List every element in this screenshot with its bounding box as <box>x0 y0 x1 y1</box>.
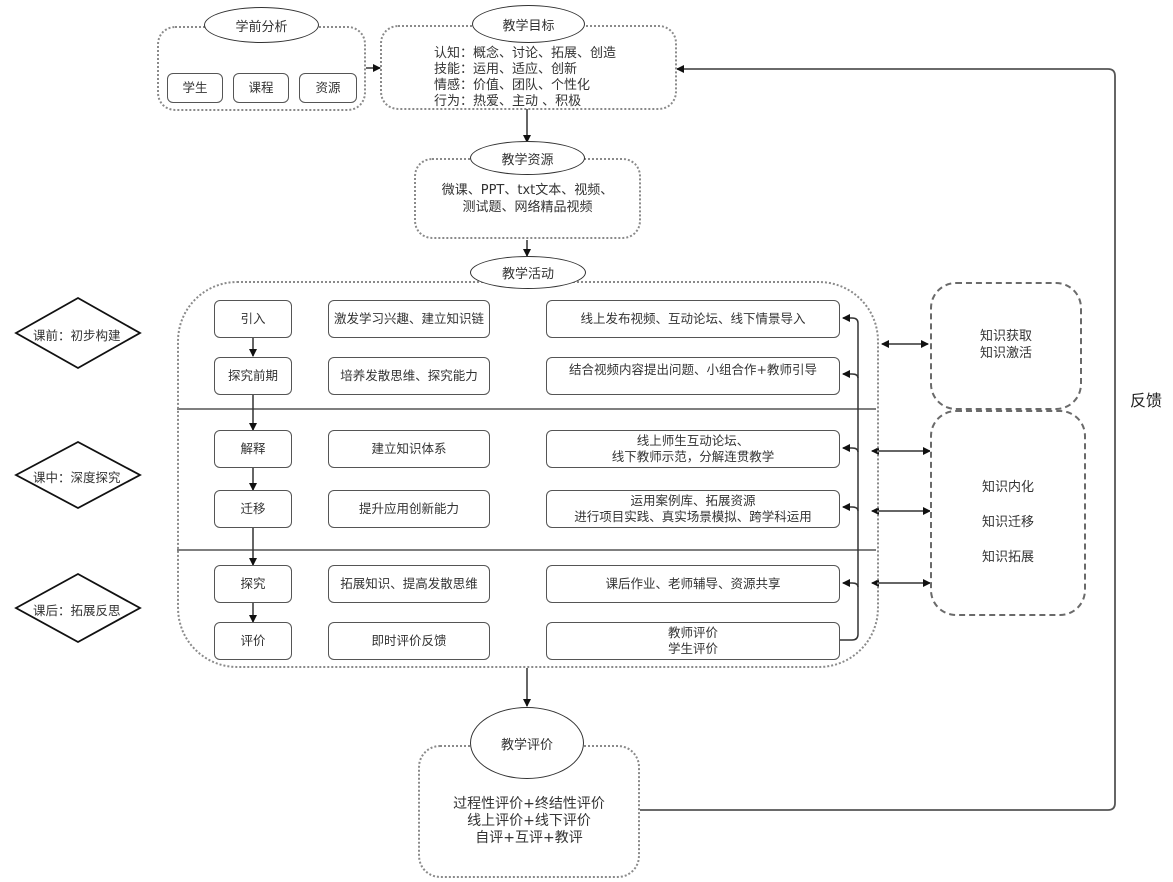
phase-diamond-during <box>14 440 142 510</box>
knowledge-box-acquire <box>930 282 1082 410</box>
evaluation-lines: 过程性评价+终结性评价 线上评价+线下评价 自评+互评+教评 <box>418 796 640 847</box>
knowledge-line: 知识拓展 <box>981 550 1034 565</box>
method-box: 教师评价 学生评价 <box>546 622 840 660</box>
resources-lines: 微课、PPT、txt文本、视频、 测试题、网络精品视频 <box>414 182 641 216</box>
activities-box <box>177 281 879 668</box>
pre-analysis-item-resource: 资源 <box>299 73 357 103</box>
step-box: 解释 <box>214 430 292 468</box>
goal-box: 提升应用创新能力 <box>328 490 490 528</box>
evaluation-line: 过程性评价+终结性评价 <box>453 796 605 812</box>
evaluation-line: 线上评价+线下评价 <box>467 813 591 829</box>
goal-box: 拓展知识、提高发散思维 <box>328 565 490 603</box>
feedback-loop-line <box>640 65 1116 811</box>
bus-branch-2 <box>842 370 859 379</box>
method-line: 进行项目实践、真实场景模拟、跨学科运用 <box>574 509 812 524</box>
goal-box: 即时评价反馈 <box>328 622 490 660</box>
method-line: 线下教师示范，分解连贯教学 <box>611 449 775 464</box>
method-line: 结合视频内容提出问题、小组合作+教师引导 <box>569 362 817 377</box>
phase-label-after: 课后：拓展反思 <box>33 603 121 618</box>
knowledge-line: 知识激活 <box>979 346 1032 361</box>
knowledge-line: 知识内化 <box>981 480 1034 495</box>
method-line: 课后作业、老师辅导、资源共享 <box>605 576 781 591</box>
bus-branch-5 <box>842 579 859 588</box>
knowledge-line: 知识获取 <box>979 329 1032 344</box>
knowledge-box-internalize <box>930 410 1086 616</box>
method-box: 线上发布视频、互动论坛、线下情景导入 <box>546 300 840 338</box>
resource-line: 微课、PPT、txt文本、视频、 <box>441 183 614 198</box>
feedback-label: 反馈 <box>1130 391 1163 410</box>
method-line: 学生评价 <box>667 641 718 656</box>
resources-title: 教学资源 <box>470 141 585 175</box>
objective-line: 行为：热爱、主动 、积极 <box>434 94 582 109</box>
pre-analysis-item-student: 学生 <box>167 73 223 103</box>
method-box: 课后作业、老师辅导、资源共享 <box>546 565 840 603</box>
method-line: 线上师生互动论坛、 <box>636 433 750 448</box>
step-box: 引入 <box>214 300 292 338</box>
method-line: 教师评价 <box>667 625 718 640</box>
pre-analysis-item-course: 课程 <box>233 73 289 103</box>
phase-label-during: 课中：深度探究 <box>33 470 121 485</box>
method-box: 线上师生互动论坛、 线下教师示范，分解连贯教学 <box>546 430 840 468</box>
evaluation-line: 自评+互评+教评 <box>475 830 583 846</box>
step-box: 探究前期 <box>214 357 292 395</box>
phase-diamond-before <box>14 296 142 370</box>
goal-box: 激发学习兴趣、建立知识链 <box>328 300 490 338</box>
method-box: 结合视频内容提出问题、小组合作+教师引导 <box>546 357 840 395</box>
objective-line: 情感：价值、团队、个性化 <box>434 78 591 93</box>
step-box: 评价 <box>214 622 292 660</box>
method-box: 运用案例库、拓展资源 进行项目实践、真实场景模拟、跨学科运用 <box>546 490 840 528</box>
bus-branch-3 <box>842 444 859 453</box>
objectives-lines: 认知：概念、讨论、拓展、创造 技能：运用、适应、创新 情感：价值、团队、个性化 … <box>434 46 654 110</box>
method-line: 运用案例库、拓展资源 <box>630 493 756 508</box>
step-box: 探究 <box>214 565 292 603</box>
pre-analysis-title: 学前分析 <box>204 7 319 43</box>
phase-diamond-after <box>14 572 142 644</box>
method-line: 线上发布视频、互动论坛、线下情景导入 <box>580 311 806 326</box>
goal-box: 建立知识体系 <box>328 430 490 468</box>
objective-line: 认知：概念、讨论、拓展、创造 <box>434 46 617 61</box>
knowledge-line: 知识迁移 <box>981 515 1034 530</box>
evaluation-title: 教学评价 <box>470 707 584 779</box>
goal-box: 培养发散思维、探究能力 <box>328 357 490 395</box>
objective-line: 技能：运用、适应、创新 <box>434 62 578 77</box>
resource-line: 测试题、网络精品视频 <box>462 200 593 215</box>
activities-title: 教学活动 <box>470 256 586 289</box>
knowledge-box-internalize-text: 知识内化 知识迁移 知识拓展 <box>930 470 1086 575</box>
step-box: 迁移 <box>214 490 292 528</box>
knowledge-box-acquire-text: 知识获取 知识激活 <box>930 328 1082 362</box>
objectives-title: 教学目标 <box>472 5 585 43</box>
bus-branch-4 <box>842 503 859 512</box>
phase-label-before: 课前：初步构建 <box>33 328 121 343</box>
